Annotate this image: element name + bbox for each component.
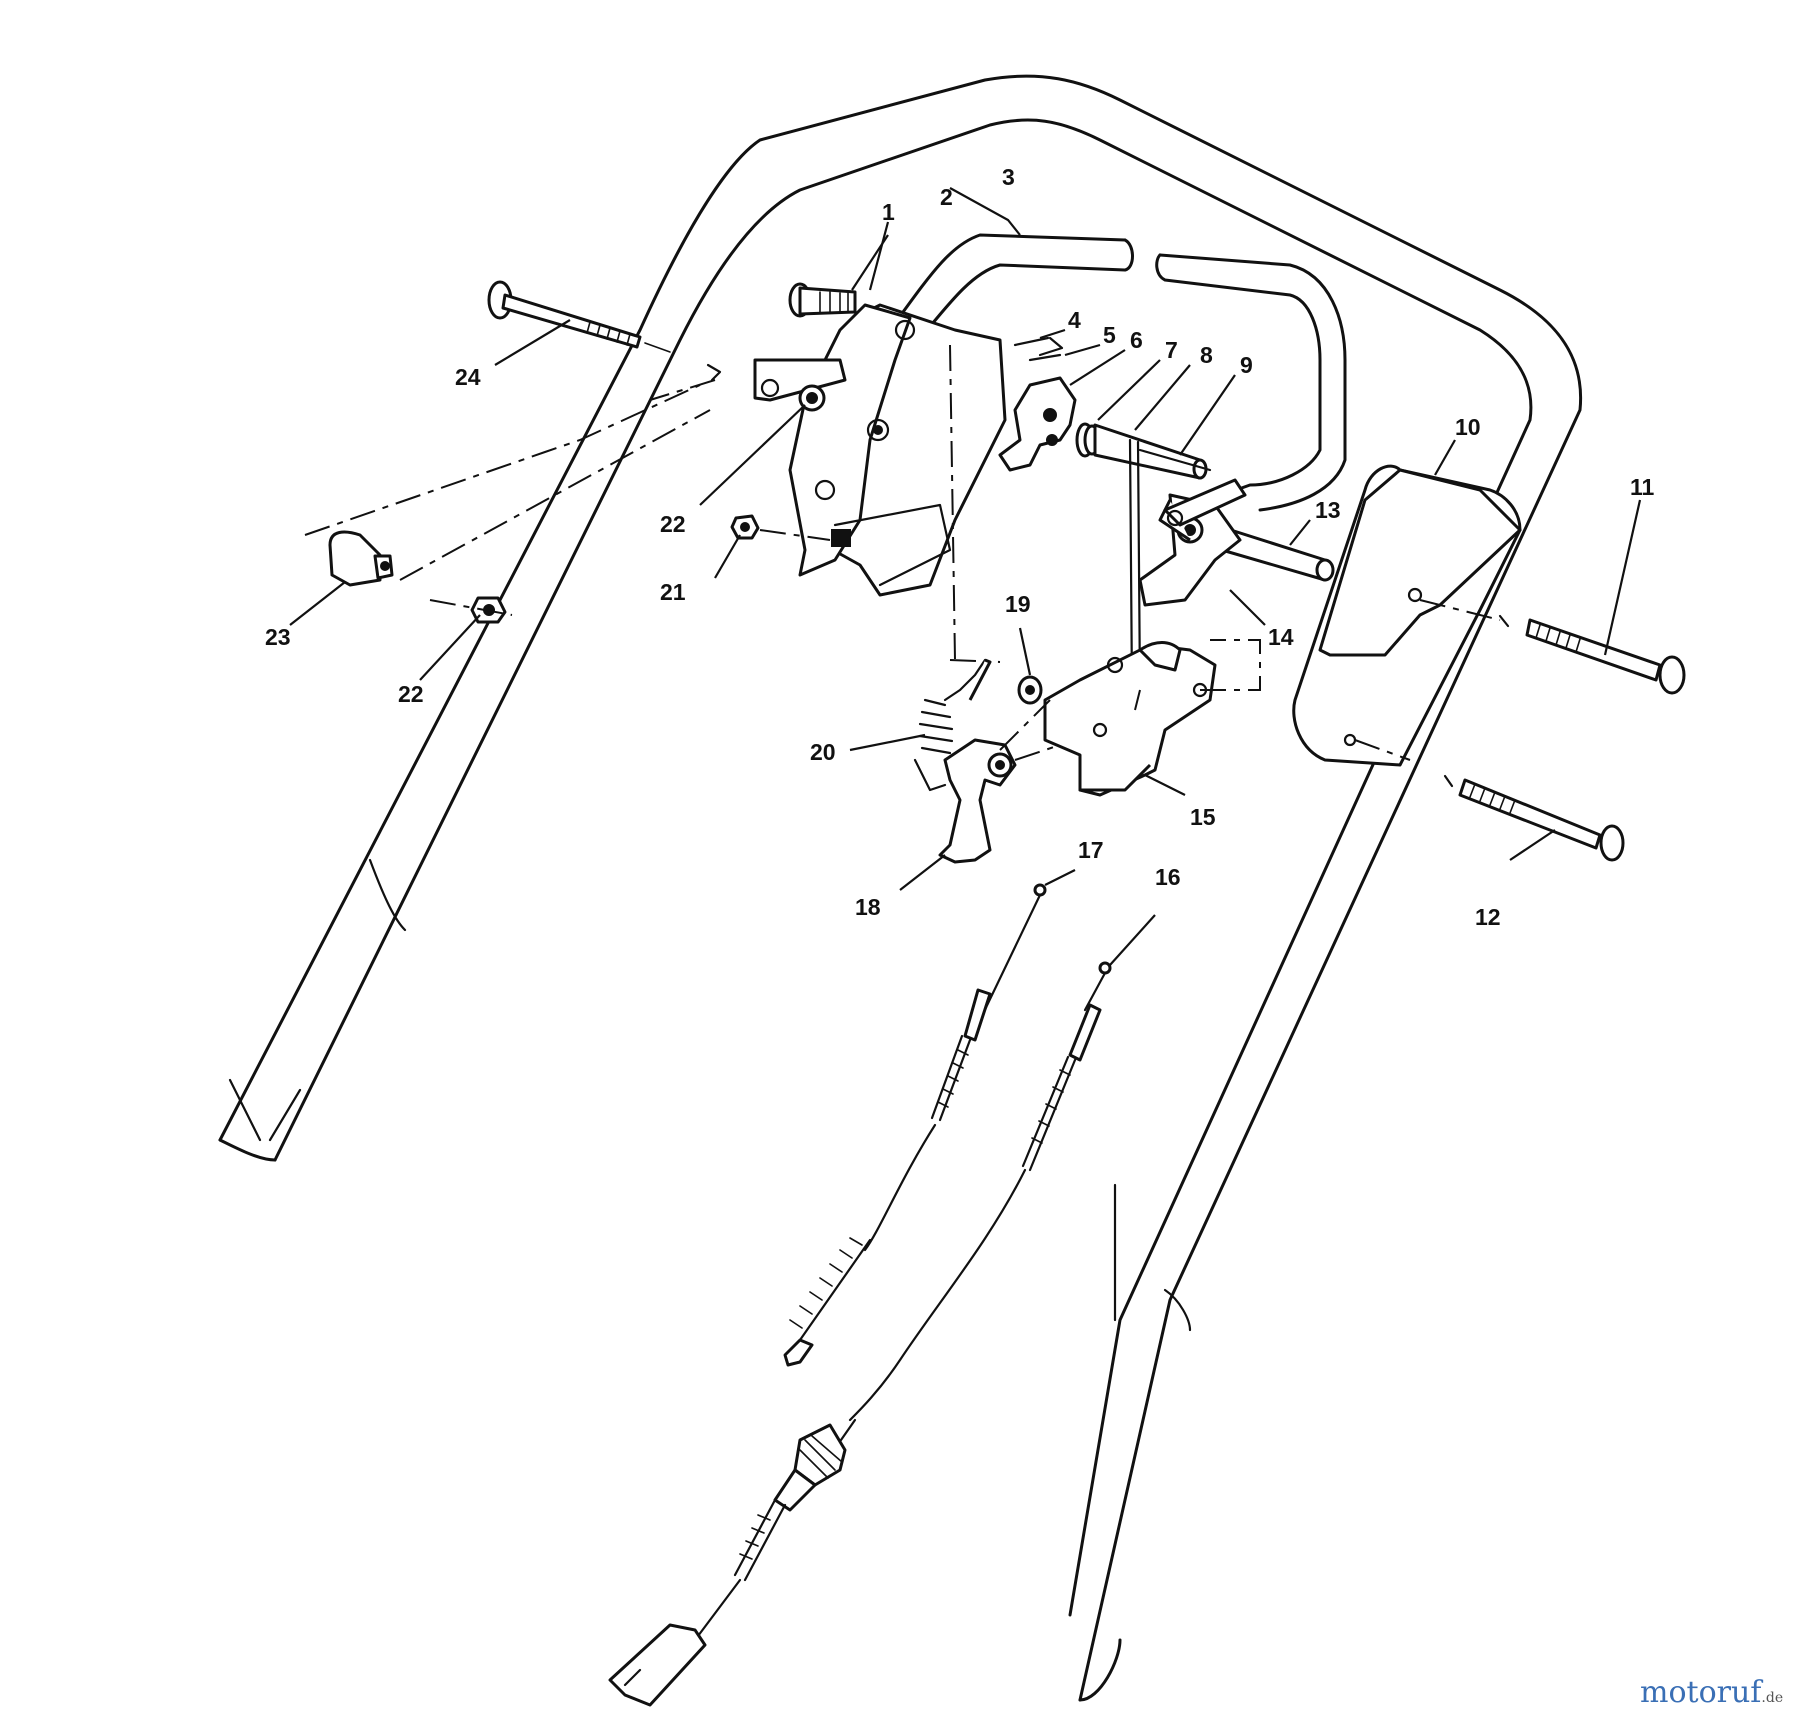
callout-8: 8 [1200, 342, 1213, 368]
callout-3: 3 [1002, 164, 1015, 190]
callout-9: 9 [1240, 352, 1253, 378]
part-20-spring [913, 658, 992, 792]
cable-16 [608, 961, 1112, 1707]
callout-1: 1 [882, 199, 895, 225]
svg-text:motoruf.de: motoruf.de [1640, 1675, 1783, 1710]
callout-22-lower: 22 [398, 681, 424, 707]
callout-18: 18 [855, 894, 881, 920]
callout-19: 19 [1005, 591, 1031, 617]
part-4-6-pins [1013, 336, 1064, 362]
callout-2: 2 [940, 184, 953, 210]
callout-13: 13 [1315, 497, 1341, 523]
callout-20: 20 [810, 739, 836, 765]
callout-7: 7 [1165, 337, 1178, 363]
callout-17: 17 [1078, 837, 1104, 863]
part-11-bolt [1525, 618, 1686, 695]
callout-24: 24 [455, 364, 481, 390]
callout-16: 16 [1155, 864, 1181, 890]
part-15-bracket [1043, 639, 1261, 797]
part-12-bolt [1458, 778, 1625, 862]
callout-21: 21 [660, 579, 686, 605]
part-14-lever [1138, 478, 1247, 607]
callout-11: 11 [1630, 474, 1655, 500]
leader-lines [289, 187, 1642, 966]
callout-14: 14 [1268, 624, 1294, 650]
callout-12: 12 [1475, 904, 1501, 930]
handle-frame [218, 74, 1583, 1702]
watermark-suffix: .de [1761, 1690, 1783, 1706]
callout-6: 6 [1130, 327, 1143, 353]
callout-22-upper: 22 [660, 511, 686, 537]
part-23-bushing [328, 530, 394, 587]
assembly-lines-left [304, 379, 831, 616]
link-arm [753, 358, 847, 412]
part-6-cam [998, 376, 1077, 472]
part-10-box [1292, 464, 1522, 767]
cable-17 [783, 883, 1047, 1367]
part-19-washer [1017, 675, 1043, 705]
watermark-brand: motoruf [1640, 1675, 1763, 1710]
part-21-nut [730, 514, 760, 540]
callout-23: 23 [265, 624, 291, 650]
callout-15: 15 [1190, 804, 1216, 830]
callout-labels: 1 2 3 4 5 6 7 8 9 10 11 12 13 14 15 16 1… [265, 164, 1655, 930]
part-24-bolt [487, 280, 671, 353]
watermark-logo: motoruf.de [1640, 1675, 1783, 1710]
part-1-bolt [788, 282, 857, 318]
callout-5: 5 [1103, 322, 1116, 348]
callout-4: 4 [1068, 307, 1081, 333]
part-18-lever [938, 699, 1061, 864]
part-9-rod [1138, 448, 1212, 472]
callout-10: 10 [1455, 414, 1481, 440]
